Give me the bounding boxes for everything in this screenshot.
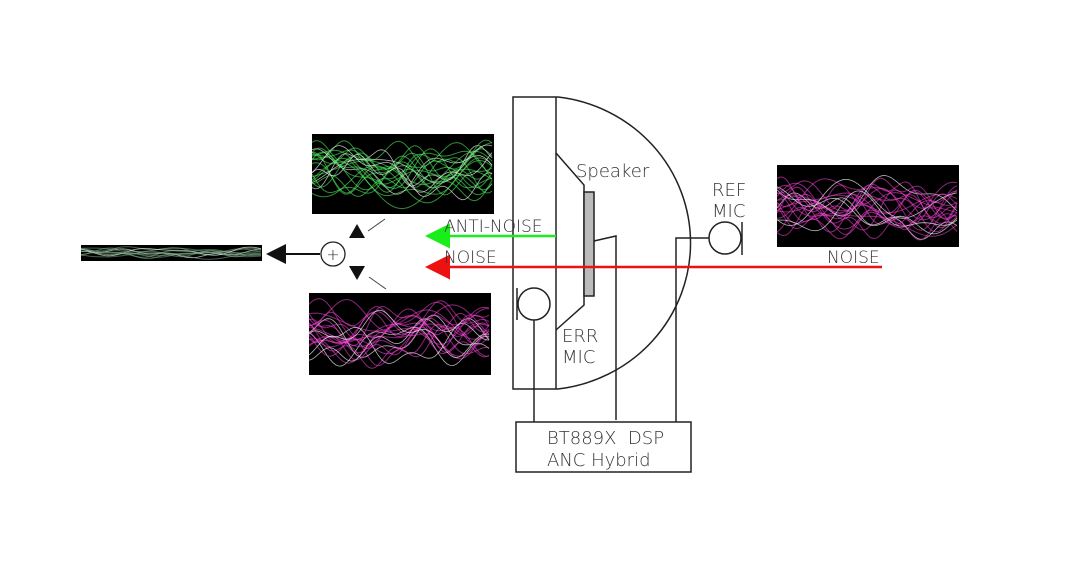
noise-label-inner: NOISE — [444, 248, 497, 268]
dsp-box — [515, 421, 692, 473]
noise-waveform-right-traces — [776, 175, 958, 241]
waveform-trace — [311, 140, 493, 189]
waveform-trace — [311, 155, 493, 202]
err-mic-label-line1: ERR — [562, 326, 598, 347]
waveform-trace — [308, 308, 490, 357]
dsp-label-line2: ANC Hybrid — [547, 450, 651, 471]
err-mic-label-line2: MIC — [562, 347, 595, 368]
noise-label-outer: NOISE — [827, 248, 880, 268]
waveform-trace — [308, 313, 490, 361]
noise-waveform-left-traces — [308, 298, 490, 369]
waveform-trace — [311, 145, 493, 193]
ref-mic-label-line1: REF — [712, 180, 746, 201]
noise-pointer — [368, 276, 387, 290]
waveform-trace — [80, 247, 262, 256]
ref-mic-icon — [708, 221, 743, 255]
anti-noise-waveform — [311, 134, 494, 214]
waveform-trace — [312, 152, 493, 196]
residual-waveform-traces — [80, 246, 262, 260]
waveform-trace — [776, 182, 958, 230]
waveform-trace — [311, 145, 493, 194]
earbud-housing — [512, 96, 692, 390]
plus-circle-icon: + — [320, 241, 346, 267]
sum-input-triangles — [349, 224, 365, 280]
waveform-trace — [776, 185, 958, 230]
anti-noise-pointer — [367, 218, 386, 232]
residual-waveform — [80, 245, 262, 261]
waveform-trace — [311, 147, 493, 196]
waveform-trace — [80, 248, 262, 258]
waveform-trace — [776, 177, 958, 220]
waveform-trace — [311, 148, 493, 197]
waveform-trace — [311, 148, 493, 189]
waveform-trace — [776, 193, 958, 240]
waveform-trace — [308, 318, 490, 367]
waveform-trace — [308, 304, 490, 344]
waveform-trace — [308, 308, 490, 355]
waveform-trace — [776, 184, 958, 233]
waveform-trace — [308, 317, 490, 364]
waveform-trace — [308, 317, 490, 362]
waveform-trace — [308, 326, 490, 367]
err-mic-icon — [516, 287, 551, 321]
waveform-trace — [308, 311, 490, 358]
waveform-trace — [311, 149, 493, 189]
waveform-trace — [308, 306, 490, 349]
waveform-trace — [308, 314, 490, 357]
ref-mic-wire — [675, 237, 709, 422]
ref-mic-label-line2: MIC — [712, 201, 745, 222]
noise-waveform-left — [308, 293, 491, 375]
anti-noise-label: ANTI-NOISE — [444, 217, 543, 237]
waveform-trace — [776, 185, 958, 231]
noise-waveform-right — [776, 165, 959, 247]
waveform-trace — [308, 299, 490, 345]
waveform-trace — [308, 322, 490, 364]
waveform-trace — [308, 300, 490, 349]
waveform-trace — [308, 309, 490, 359]
speaker — [555, 152, 617, 420]
anti-noise-waveform-traces — [311, 139, 493, 210]
sum-symbol: + — [326, 245, 339, 264]
speaker-label: Speaker — [576, 161, 650, 182]
waveform-trace — [311, 140, 493, 189]
waveform-trace — [776, 186, 958, 232]
waveform-trace — [776, 190, 958, 232]
waveform-trace — [308, 309, 490, 340]
waveform-trace — [311, 161, 493, 210]
dsp-label-line1: BT889X DSP — [547, 428, 664, 449]
waveform-trace — [311, 154, 493, 201]
waveform-trace — [80, 246, 262, 257]
waveform-trace — [80, 251, 261, 260]
